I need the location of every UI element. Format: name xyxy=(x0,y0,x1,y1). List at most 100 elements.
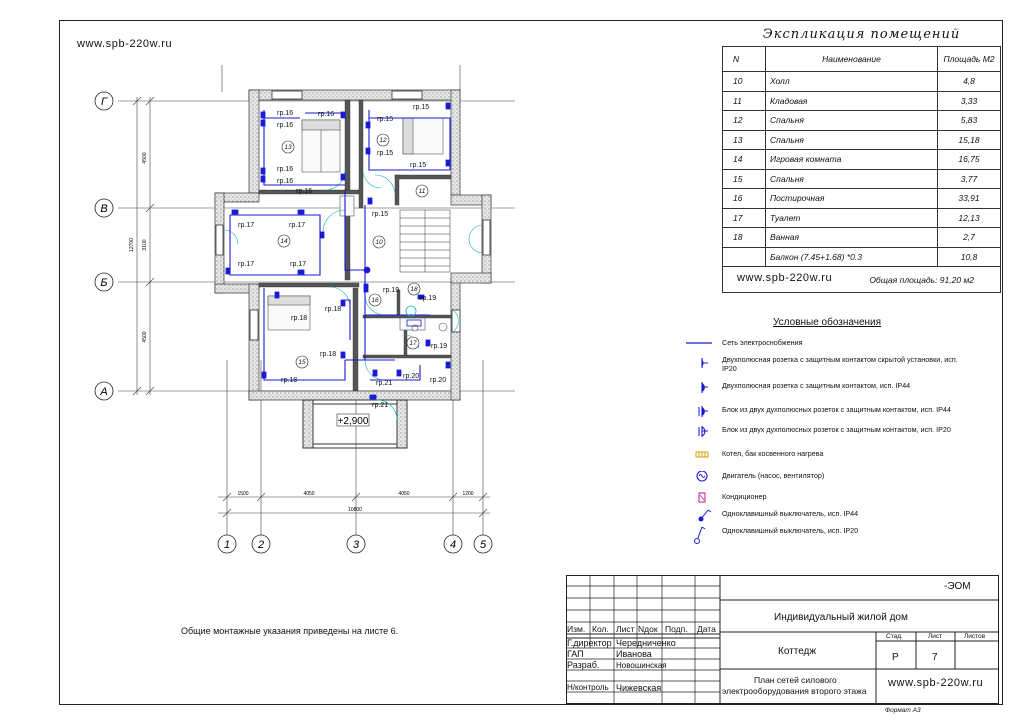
room-name-cell: Ванная xyxy=(765,227,938,248)
circuit-label: гр.15 xyxy=(377,116,393,123)
room-number-cell: 11 xyxy=(722,90,766,111)
circuit-label: гр.17 xyxy=(238,222,254,229)
dim-h-total: 10800 xyxy=(348,507,362,513)
title-block-grid xyxy=(566,575,999,704)
staircase xyxy=(399,209,451,273)
sheet-value: 7 xyxy=(932,652,938,663)
air-conditioner-icon xyxy=(698,492,706,503)
room-number: 13 xyxy=(284,144,292,151)
room-area-cell: 16,75 xyxy=(937,149,1001,170)
project-name: Индивидуальный жилой дом xyxy=(774,612,908,623)
circuit-label: гр.21 xyxy=(372,402,388,409)
room-number-cell: 18 xyxy=(722,227,766,248)
room-name-cell: Спальня xyxy=(765,168,938,189)
axis-bubbles-numbers xyxy=(217,534,493,554)
dim-v-1: 4500 xyxy=(142,152,148,163)
circuit-label: гр.15 xyxy=(413,104,429,111)
col-izm: Изм. xyxy=(567,624,586,634)
windows xyxy=(215,90,491,341)
stage-value: Р xyxy=(892,652,899,663)
circuit-wiring xyxy=(229,110,451,381)
legend-label: Одноклавишный выключатель, исп. IP20 xyxy=(722,526,859,535)
dim-h-2: 4050 xyxy=(303,491,314,497)
name-developer: Новошинская xyxy=(616,661,667,670)
legend-label: Двигатель (насос, вентилятор) xyxy=(722,471,825,480)
circuit-label: гр.18 xyxy=(320,351,336,358)
room-area-cell: 4,8 xyxy=(937,71,1001,92)
axis-label-2: 2 xyxy=(257,539,264,551)
legend-label: Одноклавишный выключатель, исп. IP44 xyxy=(722,509,859,518)
room-number: 12 xyxy=(379,137,387,144)
legend-title: Условные обозначения xyxy=(773,317,882,328)
socket-ip44-icon xyxy=(701,382,708,393)
axis-label-A: А xyxy=(99,386,107,398)
circuit-label: гр.19 xyxy=(383,287,399,294)
name-director: Чередниченко xyxy=(616,638,676,648)
room-name-cell: Балкон (7.45+1.68) *0.3 xyxy=(765,246,938,267)
circuit-label: гр.18 xyxy=(325,306,341,313)
room-number-cell: 16 xyxy=(722,188,766,209)
room-number: 16 xyxy=(371,297,379,304)
network-line-icon xyxy=(686,342,712,344)
room-number-cell: 17 xyxy=(722,207,766,228)
room-area-cell: 2,7 xyxy=(937,227,1001,248)
room-number: 11 xyxy=(419,188,426,195)
legend-label: Котел, бак косвенного нагрева xyxy=(722,449,824,458)
doc-code: -ЭОМ xyxy=(944,581,971,592)
legend-label: Блок из двух духполюсных розеток с защит… xyxy=(722,405,951,414)
legend-label: Двухполюсная розетка с защитным контакто… xyxy=(722,355,958,373)
room-name-cell: Спальня xyxy=(765,129,938,150)
circuit-label: гр.19 xyxy=(431,343,447,350)
room-name-cell: Постирочная xyxy=(765,188,938,209)
watermark-table: www.spb-220w.ru xyxy=(737,272,833,284)
dimension-lines-vertical xyxy=(132,96,155,396)
room-name-cell: Холл xyxy=(765,71,938,92)
axis-label-4: 4 xyxy=(450,539,456,551)
sheets-header: Листов xyxy=(964,633,986,640)
socket-hidden-ip20-icon xyxy=(701,358,708,368)
explication-header-row: N Наименование Площадь М2 xyxy=(722,46,1001,72)
object-name: Коттедж xyxy=(778,646,817,657)
circuit-label: гр.15 xyxy=(377,150,393,157)
col-header-num: N xyxy=(722,46,766,72)
axis-bubbles-letters xyxy=(94,91,114,401)
room-name-cell: Туалет xyxy=(765,207,938,228)
axis-label-3: 3 xyxy=(353,539,360,551)
balcony xyxy=(302,399,408,449)
room-area-cell: 12,13 xyxy=(937,207,1001,228)
interior-walls xyxy=(258,99,452,392)
col-header-name: Наименование xyxy=(765,46,938,72)
room-area-cell: 3,77 xyxy=(937,168,1001,189)
dim-v-total: 12700 xyxy=(129,238,135,252)
room-number: 17 xyxy=(409,340,417,347)
drawing-frame xyxy=(59,20,1003,705)
watermark-title-block: www.spb-220w.ru xyxy=(888,677,984,689)
axis-label-B: Б xyxy=(100,277,107,289)
circuit-label: гр.16 xyxy=(277,166,293,173)
dimension-lines-horizontal xyxy=(218,492,490,518)
watermark-top-left: www.spb-220w.ru xyxy=(77,38,173,50)
axis-label-1: 1 xyxy=(224,539,230,551)
motor-icon xyxy=(696,471,708,482)
socket-symbols xyxy=(225,102,451,400)
circuit-label: гр.21 xyxy=(376,380,392,387)
axis-label-V: В xyxy=(100,203,107,215)
sheet-title-1: План сетей силового xyxy=(754,675,837,685)
floor-plan: 4500 3100 4500 12700 1500 4050 4050 1200… xyxy=(94,65,515,554)
circuit-label: гр.18 xyxy=(291,315,307,322)
circuit-label: гр.16 xyxy=(318,111,334,118)
room-bubbles xyxy=(277,133,429,369)
col-data: Дата xyxy=(697,624,716,634)
role-developer: Разраб. xyxy=(567,660,600,670)
dim-v-3: 4500 xyxy=(142,331,148,342)
axis-label-5: 5 xyxy=(480,539,487,551)
title-block: -ЭОМ Индивидуальный жилой дом Коттедж Ст… xyxy=(566,575,999,704)
room-number-cell: 12 xyxy=(722,110,766,131)
room-number: 18 xyxy=(410,286,418,293)
